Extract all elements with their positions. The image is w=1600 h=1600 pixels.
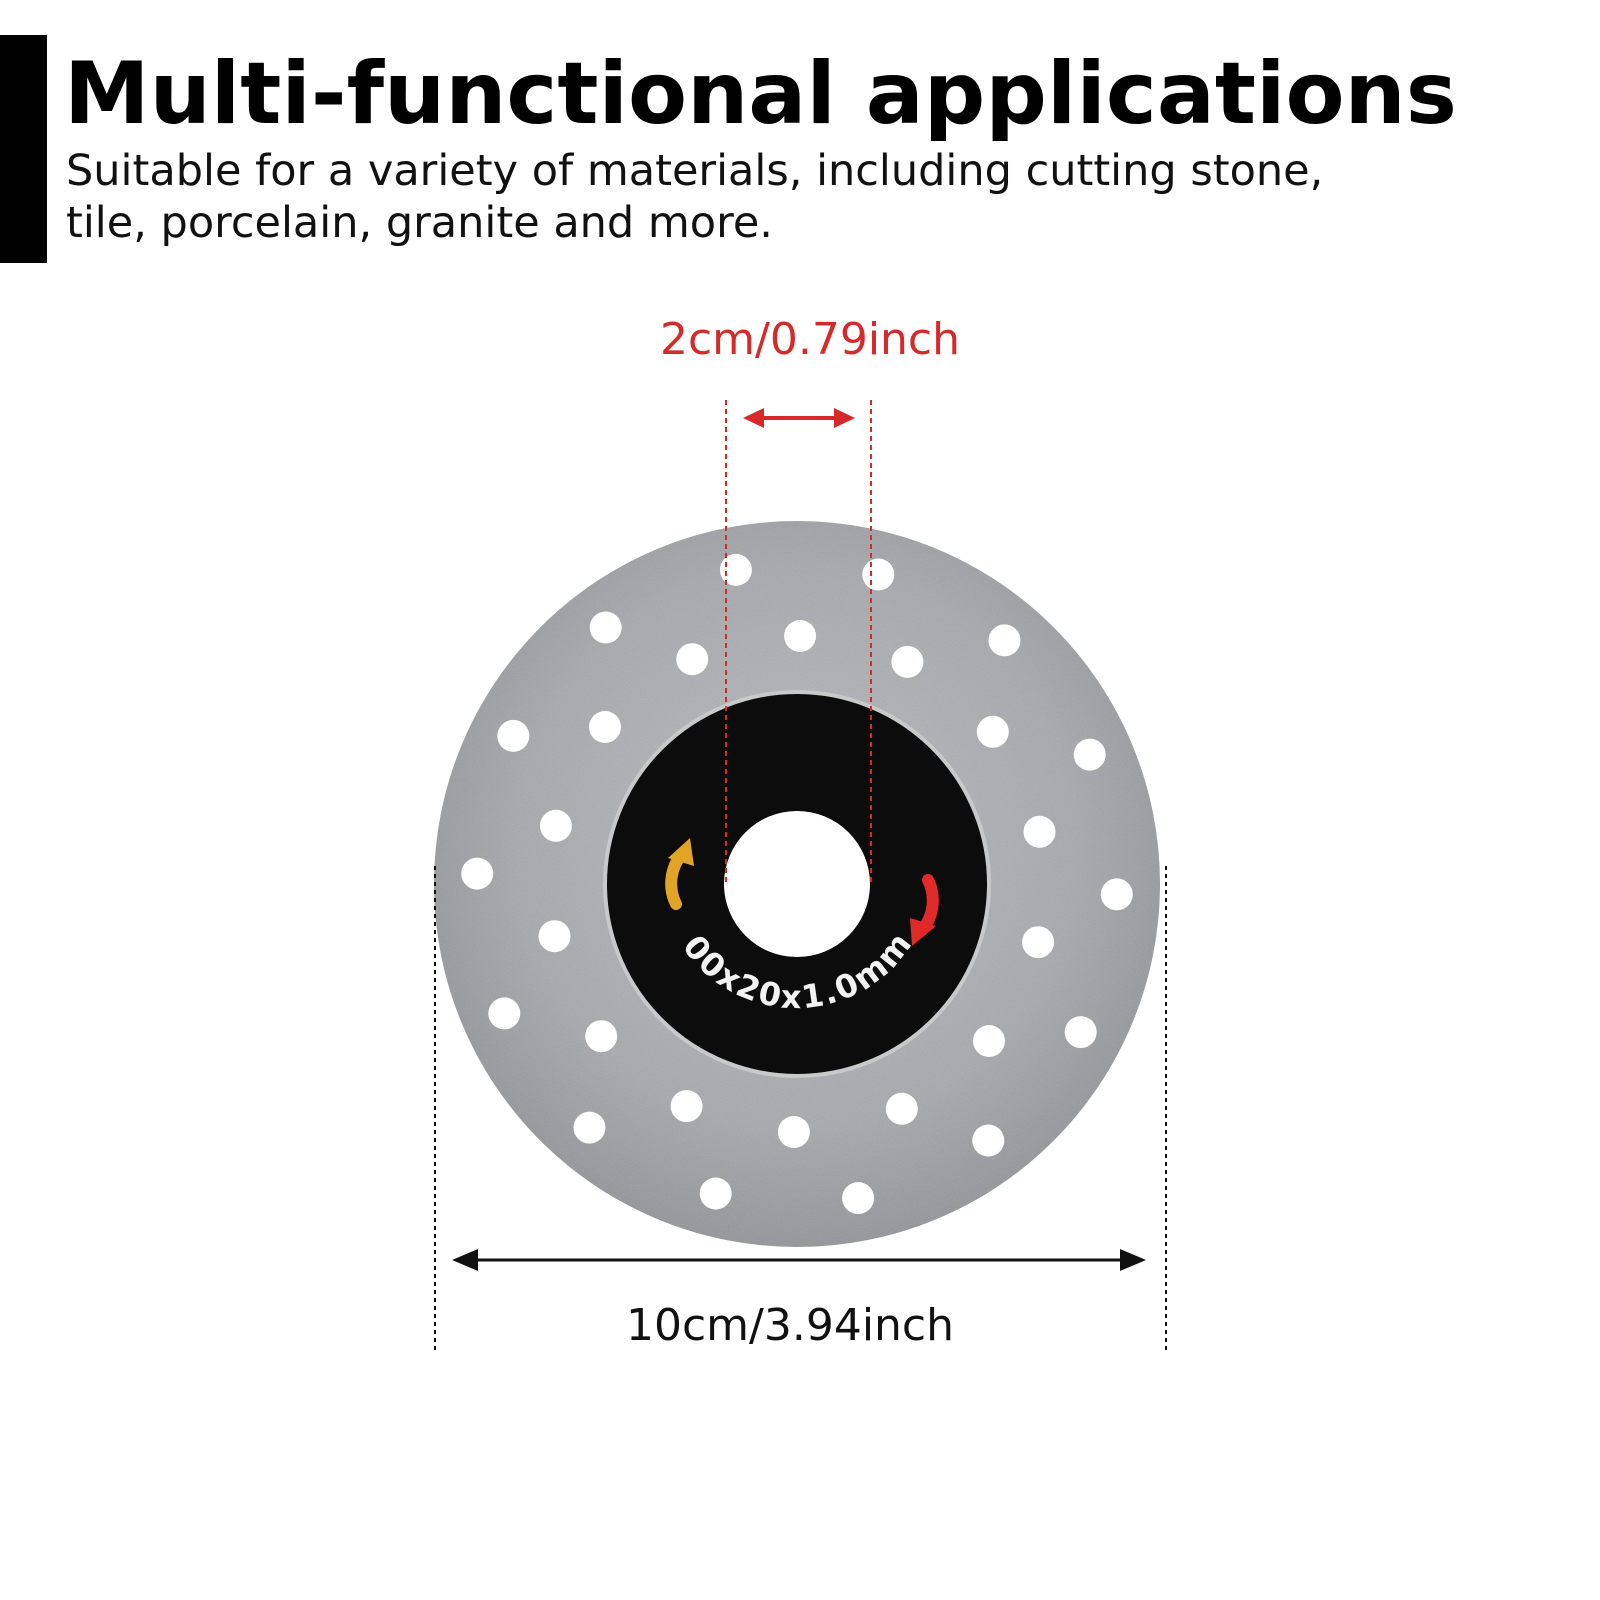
page-subtitle: Suitable for a variety of materials, inc…	[66, 145, 1466, 249]
cooling-hole	[461, 857, 494, 890]
cooling-hole	[1073, 738, 1106, 771]
accent-bar	[0, 35, 47, 263]
inner-dimension-marker	[725, 400, 872, 886]
cooling-hole	[719, 553, 752, 586]
cooling-hole	[538, 920, 571, 953]
rotation-arrow-left-icon	[665, 838, 694, 910]
arrow-right-head-icon	[1120, 1249, 1146, 1271]
page-title: Multi-functional applications	[64, 44, 1457, 144]
cutting-disc: 100x20x1.0mm	[0, 0, 1160, 1247]
subtitle-line-2: tile, porcelain, granite and more.	[66, 198, 773, 248]
rotation-arrow-right-icon	[910, 874, 939, 946]
cooling-holes	[461, 553, 1133, 1215]
cooling-hole	[972, 1124, 1005, 1157]
cooling-hole	[885, 1092, 918, 1125]
cooling-hole	[699, 1177, 732, 1210]
arrow-left-head-icon	[743, 408, 764, 428]
cooling-hole	[784, 620, 817, 652]
cooling-hole	[1100, 878, 1133, 911]
cooling-hole	[891, 645, 924, 678]
cooling-hole	[539, 809, 572, 842]
cooling-hole	[973, 1025, 1005, 1057]
cooling-hole	[488, 997, 521, 1030]
arrow-left-head-icon	[452, 1249, 478, 1271]
cooling-hole	[670, 1090, 703, 1123]
arrow-right-head-icon	[834, 408, 855, 428]
cooling-hole	[676, 643, 709, 676]
outer-diameter-label: 10cm/3.94inch	[625, 1300, 955, 1351]
cooling-hole	[589, 711, 621, 743]
cooling-hole	[1023, 815, 1056, 848]
cooling-hole	[589, 611, 622, 644]
cooling-hole	[842, 1182, 875, 1215]
cooling-hole	[988, 624, 1021, 657]
cooling-hole	[585, 1020, 618, 1053]
cooling-hole	[497, 719, 530, 752]
subtitle-line-1: Suitable for a variety of materials, inc…	[66, 146, 1324, 196]
inner-diameter-label: 2cm/0.79inch	[659, 314, 961, 365]
cooling-hole	[1022, 926, 1055, 959]
arbor-hole	[724, 811, 870, 957]
cooling-hole	[573, 1111, 606, 1144]
cooling-hole	[862, 558, 895, 591]
cooling-hole	[976, 715, 1009, 748]
cooling-hole	[1064, 1016, 1097, 1049]
cooling-hole	[777, 1116, 810, 1148]
outer-dimension-marker	[434, 866, 1167, 1350]
